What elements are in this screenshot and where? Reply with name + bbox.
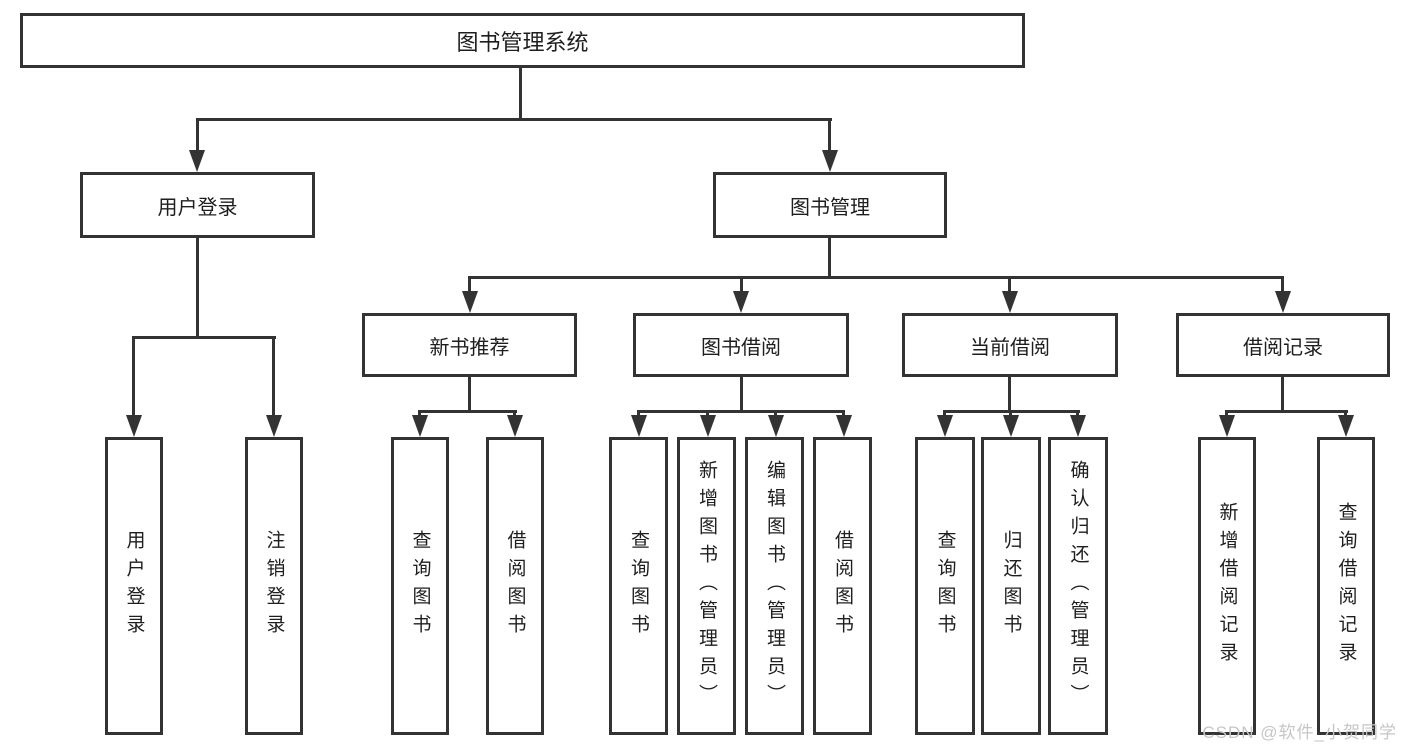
arrow-down-icon bbox=[1070, 415, 1086, 437]
leaf-borrowing-query-books: 查询图书 bbox=[609, 437, 668, 735]
connector-records-down bbox=[1281, 377, 1284, 410]
connector-level3-stem bbox=[740, 276, 743, 294]
leaf-borrowing-edit-books: 编辑图书（管理员） bbox=[745, 437, 804, 735]
connector-leaf-stem bbox=[272, 336, 275, 419]
node-book-borrowing-label: 图书借阅 bbox=[701, 336, 781, 359]
arrow-down-icon bbox=[462, 291, 478, 313]
node-current-borrowing: 当前借阅 bbox=[902, 313, 1118, 377]
arrow-down-icon bbox=[1338, 415, 1354, 437]
connector-leaf-stem bbox=[1225, 410, 1228, 419]
arrow-down-icon bbox=[1219, 415, 1235, 437]
node-book-borrowing: 图书借阅 bbox=[633, 313, 849, 377]
arrow-down-icon bbox=[733, 291, 749, 313]
arrow-down-icon bbox=[126, 415, 142, 437]
connector-recommend-down bbox=[468, 377, 471, 410]
connector-current-down bbox=[1008, 377, 1011, 410]
leaf-borrowing-borrow-books: 借阅图书 bbox=[813, 437, 872, 735]
leaf-logout: 注销登录 bbox=[245, 437, 303, 735]
arrow-down-icon bbox=[631, 415, 647, 437]
connector-leaf-stem bbox=[132, 336, 135, 419]
connector-leaf-stem bbox=[943, 410, 946, 419]
connector-book-management-stem bbox=[828, 118, 831, 154]
connector-user-login-branch bbox=[132, 336, 276, 339]
arrow-down-icon bbox=[1275, 291, 1291, 313]
connector-borrowing-branch bbox=[637, 410, 845, 413]
leaf-current-confirm-return-label: 确认归还（管理员） bbox=[1067, 460, 1089, 712]
leaf-recommend-borrow-books-label: 借阅图书 bbox=[504, 530, 526, 642]
connector-book-management-branch bbox=[468, 276, 1284, 279]
node-user-login-label: 用户登录 bbox=[157, 196, 238, 219]
connector-records-branch bbox=[1225, 410, 1348, 413]
arrow-down-icon bbox=[937, 415, 953, 437]
leaf-user-login-label: 用户登录 bbox=[123, 530, 145, 642]
arrow-down-icon bbox=[507, 415, 523, 437]
arrow-down-icon bbox=[1003, 415, 1019, 437]
connector-root-stem bbox=[519, 68, 522, 118]
leaf-current-return-books-label: 归还图书 bbox=[1000, 530, 1022, 642]
node-borrowing-records-label: 借阅记录 bbox=[1243, 336, 1323, 359]
leaf-borrowing-query-books-label: 查询图书 bbox=[628, 530, 649, 642]
leaf-current-query-books: 查询图书 bbox=[915, 437, 975, 735]
node-root: 图书管理系统 bbox=[20, 13, 1025, 68]
connector-leaf-stem bbox=[774, 410, 777, 419]
connector-borrowing-down bbox=[740, 377, 743, 410]
connector-leaf-stem bbox=[513, 410, 516, 419]
connector-leaf-stem bbox=[706, 410, 709, 419]
connector-leaf-stem bbox=[1076, 410, 1079, 419]
arrow-down-icon bbox=[189, 150, 205, 172]
node-borrowing-records: 借阅记录 bbox=[1176, 313, 1390, 377]
connector-root-branch bbox=[196, 118, 832, 121]
node-new-book-recommend-label: 新书推荐 bbox=[429, 336, 510, 359]
connector-user-login-stem bbox=[196, 118, 199, 154]
node-current-borrowing-label: 当前借阅 bbox=[970, 336, 1050, 359]
leaf-recommend-borrow-books: 借阅图书 bbox=[486, 437, 544, 735]
connector-level3-stem bbox=[468, 276, 471, 294]
node-book-management-label: 图书管理 bbox=[790, 196, 870, 219]
connector-leaf-stem bbox=[637, 410, 640, 419]
node-user-login: 用户登录 bbox=[80, 172, 315, 238]
arrow-down-icon bbox=[266, 415, 282, 437]
leaf-records-add-record: 新增借阅记录 bbox=[1198, 437, 1256, 735]
leaf-borrowing-add-books: 新增图书（管理员） bbox=[677, 437, 736, 735]
leaf-user-login: 用户登录 bbox=[105, 437, 163, 735]
leaf-records-add-record-label: 新增借阅记录 bbox=[1216, 502, 1238, 670]
connector-recommend-branch bbox=[418, 410, 517, 413]
connector-leaf-stem bbox=[418, 410, 421, 419]
arrow-down-icon bbox=[412, 415, 428, 437]
connector-user-login-down bbox=[196, 238, 199, 336]
connector-leaf-stem bbox=[1344, 410, 1347, 419]
node-book-management: 图书管理 bbox=[713, 172, 947, 238]
connector-level3-stem bbox=[1281, 276, 1284, 294]
leaf-borrowing-borrow-books-label: 借阅图书 bbox=[832, 530, 853, 642]
arrow-down-icon bbox=[768, 415, 784, 437]
arrow-down-icon bbox=[700, 415, 716, 437]
leaf-records-query-record: 查询借阅记录 bbox=[1317, 437, 1375, 735]
leaf-current-return-books: 归还图书 bbox=[981, 437, 1041, 735]
leaf-records-query-record-label: 查询借阅记录 bbox=[1335, 502, 1357, 670]
connector-level3-stem bbox=[1008, 276, 1011, 294]
connector-leaf-stem bbox=[842, 410, 845, 419]
arrow-down-icon bbox=[836, 415, 852, 437]
leaf-current-query-books-label: 查询图书 bbox=[934, 530, 956, 642]
leaf-recommend-query-books-label: 查询图书 bbox=[409, 530, 431, 642]
connector-leaf-stem bbox=[1009, 410, 1012, 419]
watermark-text: CSDN @软件_小贺同学 bbox=[1202, 723, 1397, 742]
leaf-borrowing-edit-books-label: 编辑图书（管理员） bbox=[764, 460, 785, 712]
node-new-book-recommend: 新书推荐 bbox=[362, 313, 577, 377]
leaf-recommend-query-books: 查询图书 bbox=[391, 437, 449, 735]
leaf-logout-label: 注销登录 bbox=[263, 530, 285, 642]
node-root-label: 图书管理系统 bbox=[456, 29, 589, 55]
leaf-borrowing-add-books-label: 新增图书（管理员） bbox=[696, 460, 717, 712]
connector-book-management-down bbox=[828, 238, 831, 279]
arrow-down-icon bbox=[822, 150, 838, 172]
arrow-down-icon bbox=[1002, 291, 1018, 313]
leaf-current-confirm-return: 确认归还（管理员） bbox=[1048, 437, 1108, 735]
